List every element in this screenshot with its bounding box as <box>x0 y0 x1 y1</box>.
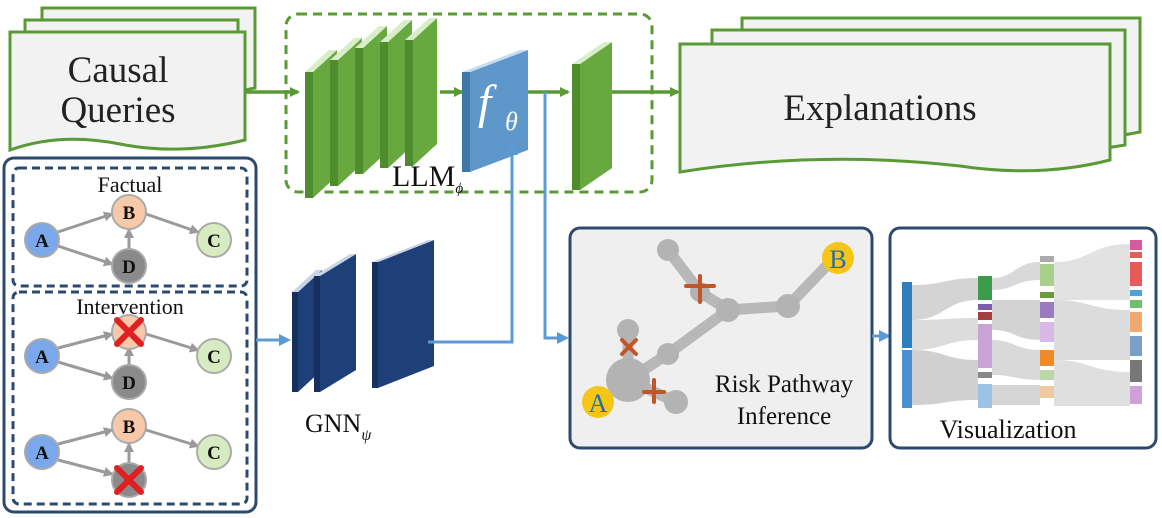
factual-node-a <box>24 222 60 258</box>
x-icon <box>620 338 638 356</box>
intervention1-node-d <box>111 364 147 400</box>
risk-node-b-label: B <box>829 245 846 274</box>
factual-title: Factual <box>98 172 163 197</box>
factual-node-b <box>111 194 147 230</box>
intervention2-node-b <box>111 408 147 444</box>
causal-queries-label-line1: Causal <box>68 50 169 91</box>
factual-box <box>11 166 249 288</box>
head-label-sub: θ <box>505 107 518 136</box>
visualization-title: Visualization <box>939 415 1076 444</box>
explanations-label: Explanations <box>783 88 976 129</box>
llm-label: LLMϕ <box>392 160 463 197</box>
intervention1-node-a-label: A <box>35 347 49 368</box>
factual-node-d-label: D <box>122 257 136 278</box>
cross-icon <box>114 317 144 347</box>
risk-node <box>617 319 639 341</box>
gnn-label-sub: ψ <box>361 427 372 444</box>
arrow-head-to-risk <box>543 92 569 344</box>
risk-node <box>664 390 688 414</box>
llm-dashed-box <box>284 12 654 194</box>
risk-panel-title-line1: Risk Pathway <box>715 371 854 398</box>
risk-node <box>776 294 800 318</box>
intervention2-node-c <box>196 434 232 470</box>
sankey-thumbnail <box>902 240 1142 408</box>
factual-graph: A B C D <box>24 194 232 284</box>
llm-label-sub: ϕ <box>455 181 463 197</box>
intervention2-node-a <box>24 434 60 470</box>
plus-icon <box>684 274 716 304</box>
risk-node-a-label: A <box>589 389 608 418</box>
arrow-gnn-to-head <box>428 143 518 344</box>
explanations-doc-stack: Explanations <box>678 16 1142 174</box>
gnn-label: GNNψ <box>305 409 372 444</box>
gnn-layer-stack <box>292 240 434 392</box>
llm-label-main: LLM <box>392 160 455 193</box>
risk-node-b <box>822 242 854 274</box>
risk-node-a <box>582 386 614 418</box>
intervention2-node-c-label: C <box>207 443 221 464</box>
risk-node <box>657 239 679 261</box>
risk-node <box>657 343 679 365</box>
intervention1-node-a <box>24 338 60 374</box>
intervention1-node-d-label: D <box>122 373 136 394</box>
factual-node-d <box>111 248 147 284</box>
factual-node-c <box>196 222 232 258</box>
intervention2-node-b-label: B <box>123 417 136 438</box>
intervention2-node-a-label: A <box>35 443 49 464</box>
intervention-graph-2: A B C <box>24 408 232 498</box>
causal-queries-doc-stack: Causal Queries <box>8 6 257 153</box>
cross-icon <box>114 465 144 495</box>
risk-panel-title-line2: Inference <box>737 403 831 430</box>
llm-output-layer <box>572 42 612 190</box>
intervention-box <box>11 290 249 506</box>
risk-node <box>716 298 740 322</box>
gnn-label-main: GNN <box>305 409 362 438</box>
intervention-graph-1: A C D <box>24 314 232 400</box>
plus-icon <box>642 378 666 404</box>
risk-pathway-graph: B A <box>582 239 854 418</box>
intervention1-node-c-label: C <box>207 347 221 368</box>
intervention1-node-c <box>196 338 232 374</box>
factual-node-b-label: B <box>123 203 136 224</box>
head-block: f θ <box>462 50 528 172</box>
causal-queries-label-line2: Queries <box>60 90 175 131</box>
llm-layer-stack <box>305 18 437 198</box>
risk-node <box>606 358 650 402</box>
factual-node-c-label: C <box>207 231 221 252</box>
factual-node-a-label: A <box>35 231 49 252</box>
